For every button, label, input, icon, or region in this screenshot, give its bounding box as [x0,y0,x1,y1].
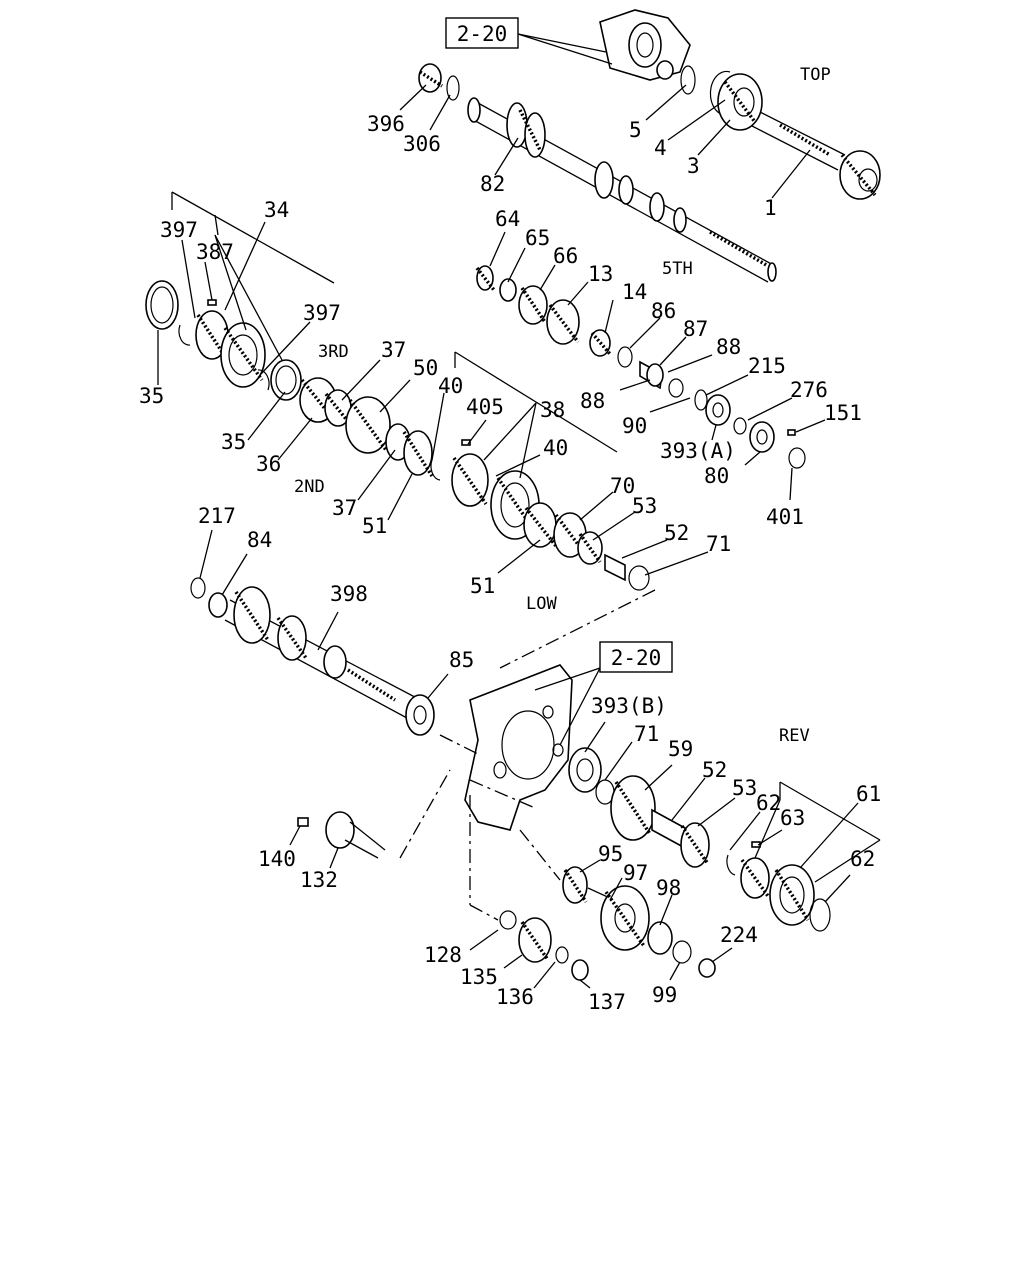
callout-397-left: 397 [160,218,198,242]
callout-136: 136 [496,985,534,1009]
callout-97: 97 [623,861,648,885]
callout-35-left: 35 [139,384,164,408]
callout-40-lower: 40 [543,436,568,460]
callout-132: 132 [300,868,338,892]
callout-37-lower: 37 [332,496,357,520]
synchronizer-3rd-4th [145,280,337,423]
callout-4: 4 [654,136,667,160]
section-labels: TOP 5TH 3RD 2ND LOW REV [294,65,831,746]
callout-87: 87 [683,317,708,341]
callout-137: 137 [588,990,626,1014]
callout-51-upper: 51 [362,514,387,538]
callout-88-upper: 88 [716,335,741,359]
callout-70: 70 [610,474,635,498]
reverse-idler-shaft [297,811,386,859]
intermediate-plate [464,664,573,831]
rear-small-parts [499,866,716,981]
input-shaft-1 [751,111,881,200]
leader-lines [157,33,881,989]
callout-276: 276 [790,378,828,402]
callout-82: 82 [480,172,505,196]
callout-128: 128 [424,943,462,967]
callout-34: 34 [264,198,289,222]
callout-85: 85 [449,648,474,672]
callout-98: 98 [656,876,681,900]
callout-140: 140 [258,847,296,871]
callout-59: 59 [668,737,693,761]
callout-135: 135 [460,965,498,989]
callout-393b: 393(B) [591,694,667,718]
section-third: 3RD [318,342,349,362]
callout-398: 398 [330,582,368,606]
callout-62-upper: 62 [756,791,781,815]
callout-37-upper: 37 [381,338,406,362]
mainshaft [467,97,777,283]
callout-66: 66 [553,244,578,268]
callout-71-lower: 71 [634,722,659,746]
callout-401: 401 [766,505,804,529]
callout-224: 224 [720,923,758,947]
callout-50: 50 [413,356,438,380]
callout-387: 387 [196,240,234,264]
callout-95: 95 [598,842,623,866]
snap-ring-306 [446,75,460,101]
callout-63: 63 [780,806,805,830]
pilot-bearing-396 [418,63,443,93]
callout-53-upper: 53 [632,494,657,518]
callout-86: 86 [651,299,676,323]
callout-84: 84 [247,528,272,552]
section-top: TOP [800,65,831,85]
third-second-gears [324,389,650,591]
callout-64: 64 [495,207,520,231]
callout-217: 217 [198,504,236,528]
section-reverse: REV [779,726,810,746]
callout-36: 36 [256,452,281,476]
callout-397-right: 397 [303,301,341,325]
callout-405: 405 [466,395,504,419]
callout-151: 151 [824,401,862,425]
reference-label-middle: 2-20 [611,646,662,670]
callouts: 396 306 82 5 4 3 1 34 397 387 397 35 35 … [139,112,881,1014]
reference-box-middle[interactable]: 2-20 [599,641,673,673]
callout-52-lower: 52 [702,758,727,782]
callout-306: 306 [403,132,441,156]
callout-88-lower: 88 [580,389,605,413]
countershaft-398 [190,577,435,736]
callout-90: 90 [622,414,647,438]
part-drawings [145,9,881,981]
bearing-3 [717,73,763,131]
callout-80: 80 [704,464,729,488]
reference-box-top[interactable]: 2-20 [445,17,519,49]
section-fifth: 5TH [662,259,693,279]
callout-40-upper: 40 [438,374,463,398]
callout-5: 5 [629,118,642,142]
callout-3: 3 [687,154,700,178]
section-second: 2ND [294,477,325,497]
callout-1: 1 [764,196,777,220]
callout-99: 99 [652,983,677,1007]
callout-52-upper: 52 [664,521,689,545]
callout-62-lower: 62 [850,847,875,871]
callout-393a: 393(A) [660,439,736,463]
callout-65: 65 [525,226,550,250]
callout-396: 396 [367,112,405,136]
reference-label-top: 2-20 [457,22,508,46]
section-low: LOW [526,594,557,614]
callout-14: 14 [622,280,647,304]
callout-13: 13 [588,262,613,286]
callout-53-lower: 53 [732,776,757,800]
callout-51-low: 51 [470,574,495,598]
callout-61: 61 [856,782,881,806]
callout-71-upper: 71 [706,532,731,556]
front-cover [599,9,691,81]
fifth-gear-parts [475,265,806,469]
callout-215: 215 [748,354,786,378]
callout-35-mid: 35 [221,430,246,454]
snap-ring-5 [680,65,696,95]
callout-38: 38 [540,398,565,422]
